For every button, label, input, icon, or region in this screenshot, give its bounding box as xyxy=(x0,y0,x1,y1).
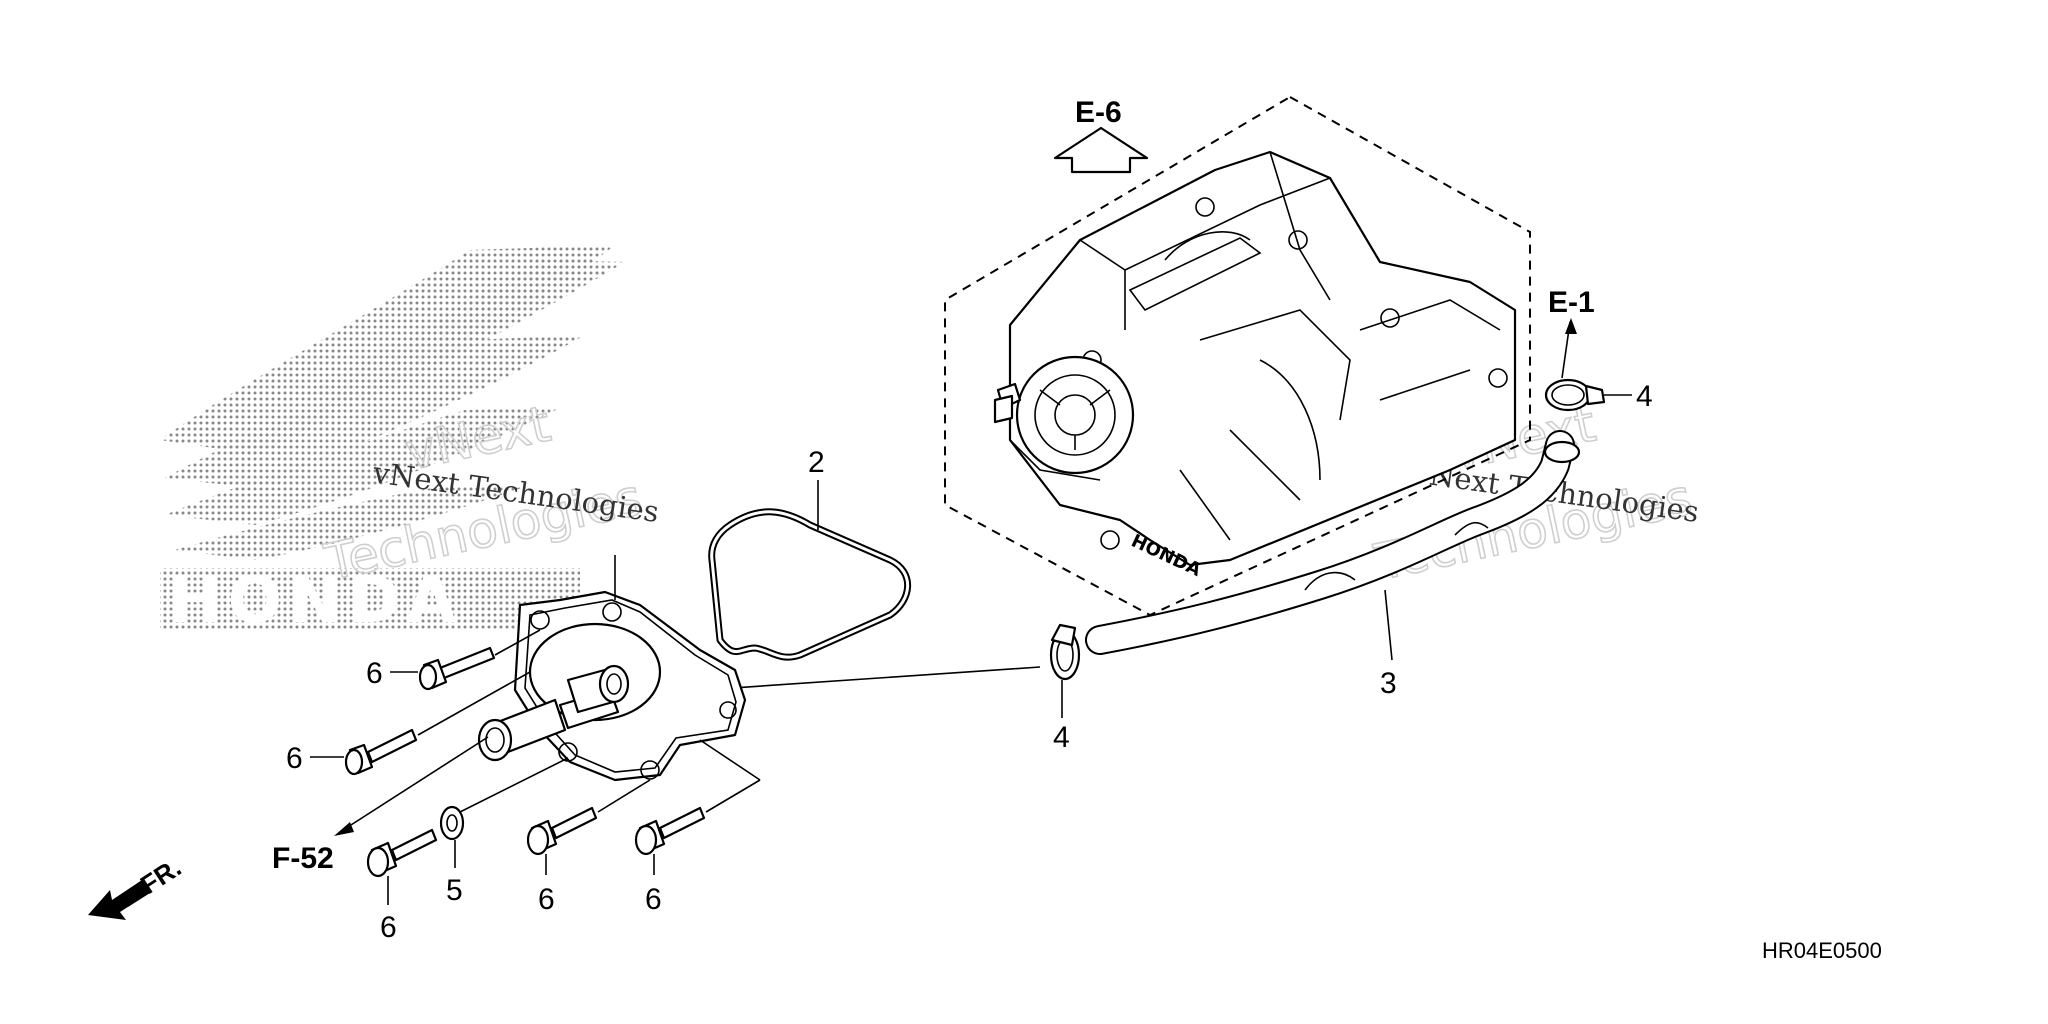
leader-hose xyxy=(1384,589,1393,661)
reference-f52-label: F-52 xyxy=(272,842,334,875)
honda-logo-wordmark xyxy=(160,568,580,630)
gasket xyxy=(708,508,912,661)
bolt-a xyxy=(390,629,541,691)
hose-clamp-right xyxy=(1544,378,1632,412)
honda-wing-logo: HONDA xyxy=(160,245,625,638)
honda-logo-text: HONDA xyxy=(168,564,462,638)
callout-bolt-c: 6 xyxy=(380,911,397,944)
callout-clamp-right: 4 xyxy=(1636,380,1653,413)
arrow-icon xyxy=(334,822,354,836)
reference-e1-label: E-1 xyxy=(1548,286,1595,319)
callout-bolt-d: 6 xyxy=(538,883,555,916)
callout-clamp-left: 4 xyxy=(1053,721,1070,754)
reference-e6-label: E-6 xyxy=(1075,96,1122,129)
bolt-e xyxy=(634,739,761,875)
arrow-up-icon xyxy=(1565,318,1577,334)
coolant-hose xyxy=(1085,430,1581,655)
callout-hose: 3 xyxy=(1380,667,1397,700)
reference-f52: F-52 xyxy=(272,736,489,875)
water-pump-cover xyxy=(477,590,747,782)
callout-washer: 5 xyxy=(446,874,463,907)
front-arrow-icon xyxy=(88,880,150,920)
washer xyxy=(439,757,569,868)
bolt-b xyxy=(310,671,531,776)
callout-bolt-a: 6 xyxy=(366,657,383,690)
front-indicator: FR. xyxy=(88,852,186,920)
bolt-c xyxy=(366,828,438,905)
reference-e6: E-6 xyxy=(1053,96,1149,174)
bolt-d xyxy=(526,779,651,875)
diagram-code: HR04E0500 xyxy=(1762,938,1882,963)
callout-bolt-e: 6 xyxy=(645,883,662,916)
hose-clamp-left xyxy=(1049,623,1081,718)
callout-gasket: 2 xyxy=(808,446,825,479)
reference-e1: E-1 xyxy=(1548,286,1595,379)
callout-bolt-b: 6 xyxy=(286,742,303,775)
hose-end xyxy=(1543,440,1581,464)
arrow-up-icon xyxy=(1053,126,1149,174)
